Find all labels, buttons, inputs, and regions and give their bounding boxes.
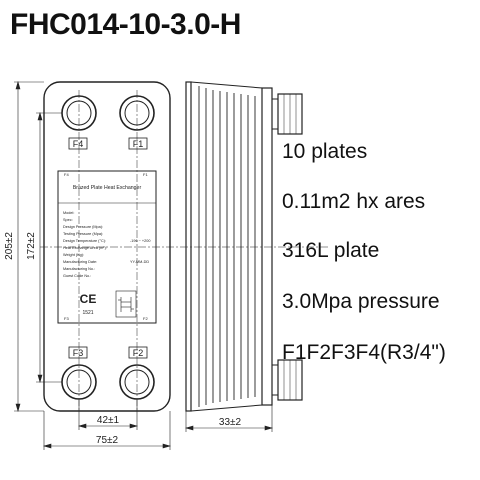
nameplate-field: Manufacturing Date: [63,260,97,264]
dim-depth: 33±2 [219,417,242,428]
connector-bottom [271,359,303,401]
nameplate-corner-f1: F1 [143,172,148,177]
nameplate-field: Heat Exchange Area (m²): [63,246,107,250]
nameplate-corner-f4: F4 [64,172,69,177]
nameplate-fields: Model: Spec: Design Pressure (Mpa): Test… [63,211,107,278]
spec-area: 0.11m2 hx ares [282,190,426,213]
spec-pressure: 3.0Mpa pressure [282,290,440,313]
dim-width-total: 75±2 [96,435,119,446]
nameplate-field: Guest Code No.: [63,274,91,278]
nameplate-corner-f3: F3 [64,316,69,321]
dim-width-ports: 42±1 [97,415,120,426]
plate-outline [43,81,171,412]
nameplate-field: Testing Pressure (Mpa): [63,232,103,236]
nameplate-field: Weight (Kg): [63,253,84,257]
nameplate-field: Manufacturing No.: [63,267,95,271]
nameplate-symbol-box [115,290,137,318]
side-view [185,81,303,412]
connector-top [271,93,303,135]
port-label-f1: F1 [133,139,144,149]
rear-cover-plate [261,87,273,406]
nameplate-field: Design Temperature (°C): [63,239,106,243]
spec-plates: 10 plates [282,140,368,163]
port-label-f3: F3 [73,348,84,358]
port-label-f2: F2 [133,348,144,358]
nameplate-field: Model: [63,211,74,215]
nameplate-corner-f2: F2 [143,316,148,321]
dimension-lines [14,80,274,450]
spec-material: 316L plate [282,239,380,262]
ce-mark: CE [80,292,97,306]
nameplate-field: Design Pressure (Mpa): [63,225,103,229]
product-title: FHC014-10-3.0-H [10,8,241,41]
nameplate-temp-range: -196 ~ +200 [130,239,150,243]
dim-height-ports: 172±2 [26,232,37,260]
nameplate-date-format: YY-MM-DD [130,260,149,264]
dim-height-outer: 205±2 [4,232,15,260]
plate-pack-outline [190,81,263,412]
front-cover-plate [185,81,192,412]
nameplate-field: Spec: [63,218,73,222]
spec-connections: F1F2F3F4(R3/4") [282,341,446,364]
port-label-f4: F4 [73,139,84,149]
flow-symbol-icon [118,297,134,312]
nameplate-heading: Brazed Plate Heat Exchanger [73,185,142,191]
ce-number: 1521 [82,310,93,316]
